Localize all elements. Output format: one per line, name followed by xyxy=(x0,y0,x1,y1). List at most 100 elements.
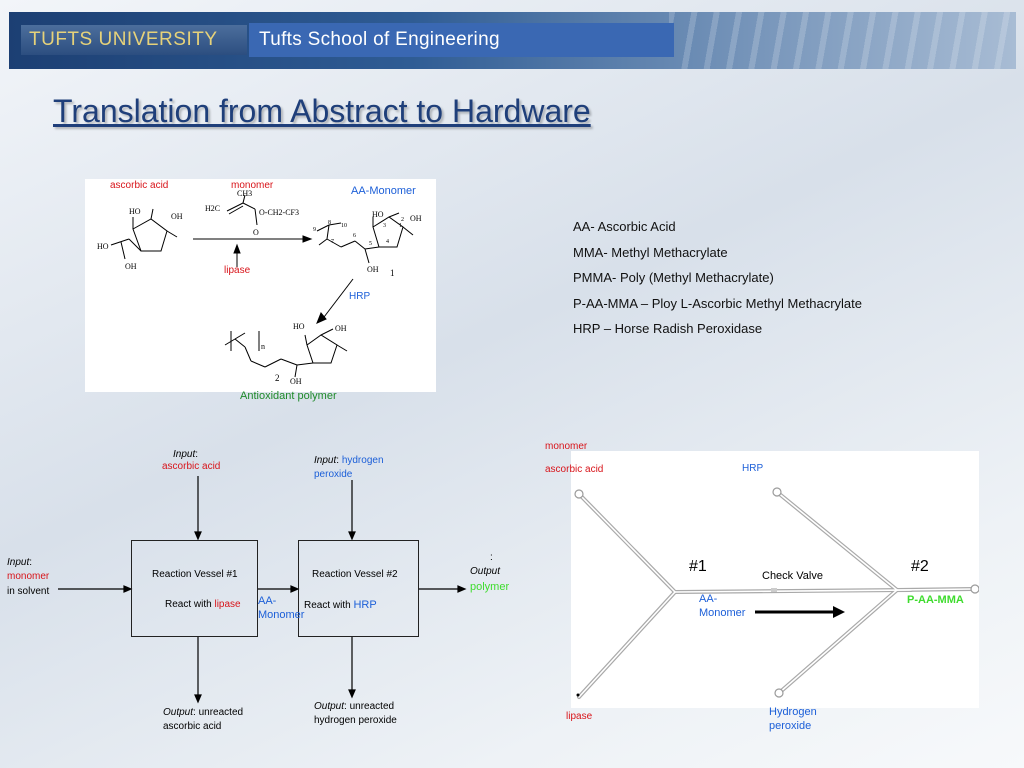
atom-number: 8 xyxy=(328,220,331,226)
inlet-port xyxy=(774,688,784,698)
microfluidic-chip-panel xyxy=(571,451,979,708)
chip-ascorbic-label: ascorbic acid xyxy=(545,464,604,475)
atom-number: 6 xyxy=(353,233,356,239)
output-polymer: polymer xyxy=(470,581,510,593)
microfluidic-channels xyxy=(574,487,979,699)
abbreviation-item: P-AA-MMA – Ploy L-Ascorbic Methyl Methac… xyxy=(573,295,862,311)
check-valve-label: Check Valve xyxy=(762,570,823,582)
output-word: Output xyxy=(314,701,345,712)
label-h2c: H2C xyxy=(205,204,220,213)
chip-hrp-label: HRP xyxy=(742,463,764,474)
atom-number: 2 xyxy=(401,217,404,223)
compound-number: 2 xyxy=(275,373,280,383)
label-oh: OH xyxy=(125,262,137,271)
compound-number: 1 xyxy=(390,268,395,278)
input-3-suffix: in solvent xyxy=(7,586,50,597)
atom-number: 7 xyxy=(331,239,334,245)
chip-product-label: P-AA-MMA xyxy=(907,594,964,606)
vessel-2-reagent: React with HRP xyxy=(304,599,377,611)
output-1-label: Output: unreacted xyxy=(163,707,243,718)
label-n: n xyxy=(261,342,265,351)
atom-number: 4 xyxy=(386,239,389,245)
abbreviation-list: AA- Ascorbic Acid MMA- Methyl Methacryla… xyxy=(573,218,862,346)
atom-number: 5 xyxy=(369,241,372,247)
chip-peroxide-label: peroxide xyxy=(769,720,812,732)
vessel-1-title: Reaction Vessel #1 xyxy=(152,569,238,580)
output-label: Output xyxy=(470,566,501,577)
page-title: Translation from Abstract to Hardware xyxy=(53,93,591,129)
university-name: TUFTS UNIVERSITY xyxy=(21,25,247,55)
outlet-port xyxy=(970,584,979,594)
inlet-port xyxy=(772,487,782,497)
label-ho: HO xyxy=(372,210,384,219)
reaction-vessel-1 xyxy=(131,540,258,637)
input-2-value: peroxide xyxy=(314,469,353,480)
intermediate-aa: AA- xyxy=(258,595,277,607)
junction-1-label: #1 xyxy=(689,558,707,575)
output-colon: : xyxy=(490,552,493,563)
monomer-label: monomer xyxy=(231,180,274,191)
chip-monomer-label: monomer xyxy=(545,441,588,452)
hrp-text: HRP xyxy=(353,599,377,611)
junction-2-label: #2 xyxy=(911,558,929,575)
react-with-text: React with xyxy=(304,600,351,611)
input-1-value: ascorbic acid xyxy=(162,461,221,472)
colon: : xyxy=(336,455,340,466)
hydrogen-text: hydrogen xyxy=(341,455,384,466)
unreacted-text: : unreacted xyxy=(193,707,244,718)
atom-number: 9 xyxy=(313,227,316,233)
hrp-arrow xyxy=(320,278,354,322)
aa-monomer-label: AA-Monomer xyxy=(351,185,416,197)
header-banner: TUFTS UNIVERSITY Tufts School of Enginee… xyxy=(9,12,1016,69)
flow-arrowhead xyxy=(833,606,845,618)
lipase-text: lipase xyxy=(214,599,241,610)
input-word: Input xyxy=(173,449,196,460)
atom-number: 10 xyxy=(341,223,347,229)
abbreviation-item: MMA- Methyl Methacrylate xyxy=(573,244,728,260)
colon: : xyxy=(29,557,33,568)
reaction-scheme-drawing: HO OH HO OH CH3 H2C O-CH2-CF3 O HO OH OH… xyxy=(97,189,422,386)
abbreviation-item: AA- Ascorbic Acid xyxy=(573,219,676,234)
check-valve-mark xyxy=(771,588,777,592)
label-oh: OH xyxy=(410,214,422,223)
output-1-value: ascorbic acid xyxy=(163,721,222,732)
label-o: O xyxy=(253,228,259,237)
input-word: Input xyxy=(314,455,337,466)
reaction-vessel-2 xyxy=(298,540,419,637)
banner-decoration xyxy=(669,12,1016,69)
abbreviation-item: PMMA- Poly (Methyl Methacrylate) xyxy=(573,270,774,286)
label-oh: OH xyxy=(290,377,302,386)
colon: : xyxy=(195,449,199,460)
school-name: Tufts School of Engineering xyxy=(249,23,674,57)
vessel-2-title: Reaction Vessel #2 xyxy=(312,569,398,580)
reaction-scheme-panel: HO OH HO OH CH3 H2C O-CH2-CF3 O HO OH OH… xyxy=(85,179,436,392)
lipase-label: lipase xyxy=(224,265,251,276)
abbreviation-item: HRP – Horse Radish Peroxidase xyxy=(573,321,763,337)
label-ho: HO xyxy=(293,322,305,331)
react-with-text: React with xyxy=(165,599,212,610)
label-ho: HO xyxy=(129,207,141,216)
atom-number: 3 xyxy=(383,223,386,229)
label-oh: OH xyxy=(367,265,379,274)
chip-aa-label: AA- xyxy=(699,593,718,605)
chip-hydrogen-label: Hydrogen xyxy=(769,706,817,718)
antioxidant-polymer-label: Antioxidant polymer xyxy=(240,390,337,402)
chip-lipase-label: lipase xyxy=(566,711,593,722)
input-1-label: Input: xyxy=(173,449,198,460)
output-2-value: hydrogen peroxide xyxy=(314,715,397,726)
label-ester: O-CH2-CF3 xyxy=(259,208,299,217)
input-2-label: Input: hydrogen xyxy=(314,455,384,466)
hrp-label: HRP xyxy=(349,291,371,302)
unreacted-text: : unreacted xyxy=(344,701,395,712)
chip-monomer-product-label: Monomer xyxy=(699,607,746,619)
label-ho: HO xyxy=(97,242,109,251)
vessel-1-reagent: React with lipase xyxy=(165,599,241,610)
input-word: Input xyxy=(7,557,30,568)
label-oh: OH xyxy=(171,212,183,221)
output-word: Output xyxy=(163,707,194,718)
ascorbic-acid-ring xyxy=(132,218,168,252)
reaction-arrowhead-1 xyxy=(302,235,313,243)
polymer-ring xyxy=(306,334,338,364)
intermediate-monomer: Monomer xyxy=(258,609,305,621)
